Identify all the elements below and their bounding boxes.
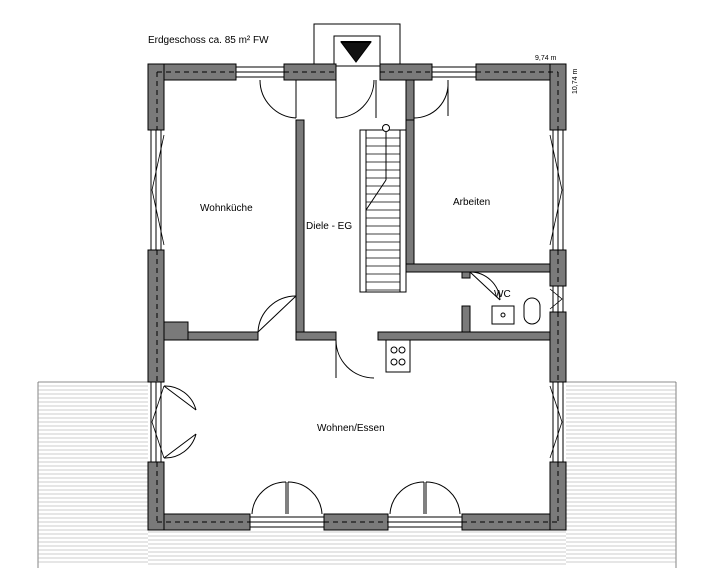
stove bbox=[385, 339, 411, 373]
terrace-right bbox=[566, 381, 677, 568]
staircase bbox=[359, 124, 407, 293]
window-sash-marks bbox=[151, 134, 563, 459]
wc-fixtures bbox=[491, 297, 541, 325]
room-label-diele: Diele - EG bbox=[306, 221, 352, 232]
dimension-width: 9,74 m bbox=[535, 55, 557, 62]
plan-title: Erdgeschoss ca. 85 m² FW bbox=[148, 35, 269, 46]
room-label-wc: WC bbox=[494, 289, 511, 300]
insulation-line bbox=[156, 71, 559, 523]
dimension-depth: 10,74 m bbox=[572, 69, 579, 94]
interior-walls bbox=[163, 79, 551, 341]
room-label-wohnkueche: Wohnküche bbox=[200, 203, 253, 214]
terrace-left bbox=[37, 381, 148, 568]
chimney bbox=[313, 23, 401, 67]
room-label-wohnen: Wohnen/Essen bbox=[317, 423, 385, 434]
doors bbox=[163, 79, 501, 515]
windows bbox=[150, 66, 564, 528]
terrace-bottom bbox=[148, 531, 566, 565]
room-label-arbeiten: Arbeiten bbox=[453, 197, 490, 208]
